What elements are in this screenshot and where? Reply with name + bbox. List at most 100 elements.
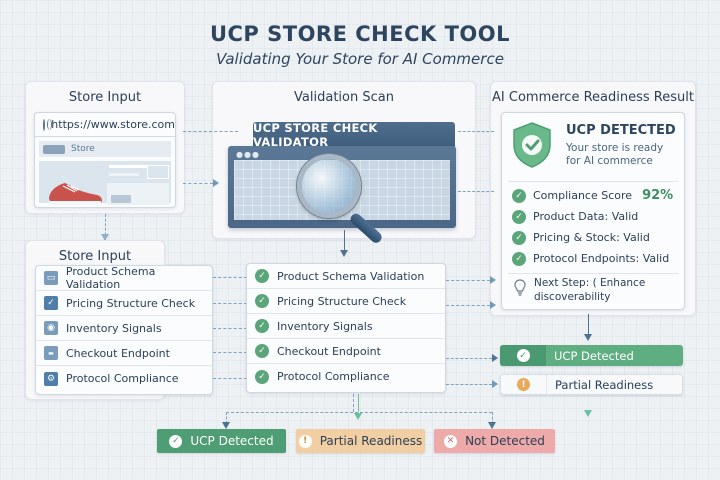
arrow-icon <box>222 422 230 429</box>
url-bar[interactable]: https://www.store.com <box>35 113 175 137</box>
store-label: Store <box>71 144 95 154</box>
next-step-line1: Next Step: ( Enhance <box>534 277 646 289</box>
arrow-icon <box>488 422 496 429</box>
check-item-product-schema[interactable]: ▭ Product Schema Validation <box>36 265 212 291</box>
checks-results-list: ✓ Product Schema Validation ✓ Pricing St… <box>246 263 446 393</box>
arrow-icon <box>584 334 592 341</box>
lightbulb-icon <box>514 279 526 296</box>
result-item-pricing-stock: ✓ Pricing & Stock: Valid <box>512 227 682 248</box>
connector <box>183 131 238 132</box>
validator-header: UCP STORE CHECK VALIDATOR <box>253 121 455 149</box>
check-item-inventory-signals[interactable]: ◉ Inventory Signals <box>36 316 212 341</box>
validation-scan-title: Validation Scan <box>294 90 394 105</box>
store-nav-bar: Store <box>39 141 171 157</box>
connector <box>213 378 247 379</box>
result-check-inventory-signals: ✓ Inventory Signals <box>247 314 445 339</box>
gear-icon: ⚙ <box>44 371 58 386</box>
connector <box>226 412 492 413</box>
checkbox-icon: ✓ <box>44 296 58 310</box>
check-icon: ✓ <box>512 230 526 245</box>
result-item-product-data: ✓ Product Data: Valid <box>512 206 682 227</box>
result-check-pricing-structure: ✓ Pricing Structure Check <box>247 289 445 314</box>
connector <box>353 394 354 412</box>
arrow-icon <box>213 179 219 187</box>
connector <box>458 131 494 132</box>
check-icon: ✓ <box>255 319 269 333</box>
result-checks-list: ✓ Compliance Score 92% ✓ Product Data: V… <box>512 185 682 269</box>
result-check-product-schema: ✓ Product Schema Validation <box>247 264 445 289</box>
check-item-checkout-endpoint[interactable]: ▬ Checkout Endpoint <box>36 341 212 366</box>
arrow-icon <box>490 276 496 284</box>
result-check-checkout-endpoint: ✓ Checkout Endpoint <box>247 339 445 364</box>
status-desc-2: for AI commerce <box>566 155 653 167</box>
store-url: https://www.store.com <box>51 118 175 131</box>
connector <box>213 303 247 304</box>
status-title: UCP DETECTED <box>566 123 676 138</box>
connector <box>588 314 589 338</box>
warning-icon: ! <box>517 378 530 391</box>
validation-scan-panel: Validation Scan UCP STORE CHECK VALIDATO… <box>212 81 476 246</box>
endpoint-icon: ▬ <box>44 346 58 360</box>
check-icon: ✓ <box>169 434 183 448</box>
connector <box>105 214 106 240</box>
arrow-icon <box>101 234 109 241</box>
check-icon: ✓ <box>255 344 269 358</box>
connector <box>446 384 492 385</box>
result-panel: AI Commerce Readiness Result UCP DETECTE… <box>490 81 696 316</box>
check-icon: ✓ <box>512 188 526 203</box>
connector <box>213 328 247 329</box>
globe-icon <box>43 118 54 131</box>
status-desc-1: Your store is ready <box>566 142 664 154</box>
result-item-compliance: ✓ Compliance Score 92% <box>512 185 682 206</box>
result-title: AI Commerce Readiness Result <box>492 90 694 105</box>
shoe-icon <box>49 183 102 205</box>
connector <box>344 230 345 252</box>
arrow-icon <box>354 413 362 420</box>
check-icon: ✓ <box>512 251 526 266</box>
compliance-score: 92% <box>642 188 674 203</box>
result-card: UCP DETECTED Your store is ready for AI … <box>501 112 685 310</box>
inventory-icon: ◉ <box>44 321 58 335</box>
arrow-icon <box>492 380 498 388</box>
check-item-protocol-compliance[interactable]: ⚙ Protocol Compliance <box>36 366 212 391</box>
next-step-line2: discoverability <box>534 291 611 303</box>
check-icon: ✓ <box>255 369 269 384</box>
arrow-icon <box>490 301 496 309</box>
connector <box>446 358 492 359</box>
warning-icon: ! <box>298 434 312 448</box>
status-bar-partial-readiness: ! Partial Readiness <box>500 374 683 395</box>
page-subtitle: Validating Your Store for AI Commerce <box>216 50 504 68</box>
result-item-protocol-endpoints: ✓ Protocol Endpoints: Valid <box>512 248 682 269</box>
arrow-icon <box>340 250 348 257</box>
check-icon: ✓ <box>512 209 526 224</box>
outcome-not-detected[interactable]: ✕ Not Detected <box>434 429 555 453</box>
check-icon: ✓ <box>255 294 269 308</box>
status-bar-ucp-detected: ✓ UCP Detected <box>500 345 683 366</box>
page-title: UCP STORE CHECK TOOL <box>209 22 511 46</box>
connector <box>446 305 490 306</box>
arrow-icon <box>492 354 498 362</box>
store-page-preview <box>39 161 171 205</box>
check-icon: ✓ <box>516 349 530 362</box>
schema-icon: ▭ <box>44 271 58 285</box>
x-icon: ✕ <box>444 434 458 448</box>
checks-input-title: Store Input <box>58 249 132 264</box>
magnifier-icon <box>297 154 361 218</box>
connector <box>226 412 227 424</box>
connector <box>458 191 494 192</box>
connector <box>492 412 493 424</box>
window-dots-icon: ●●● <box>236 150 260 159</box>
check-item-pricing-structure[interactable]: ✓ Pricing Structure Check <box>36 291 212 316</box>
store-input-panel: Store Input https://www.store.com Store <box>25 81 185 214</box>
connector <box>213 352 247 353</box>
checks-input-list: ▭ Product Schema Validation ✓ Pricing St… <box>35 265 213 395</box>
outcome-partial-readiness[interactable]: ! Partial Readiness <box>296 429 425 453</box>
connector <box>213 277 247 278</box>
menu-dots-icon <box>43 144 65 154</box>
connector <box>446 280 490 281</box>
outcome-ucp-detected[interactable]: ✓ UCP Detected <box>157 429 286 453</box>
store-browser-mock: https://www.store.com Store <box>34 112 176 208</box>
store-input-title: Store Input <box>68 90 142 105</box>
result-check-protocol-compliance: ✓ Protocol Compliance <box>247 364 445 389</box>
check-icon: ✓ <box>255 269 269 283</box>
